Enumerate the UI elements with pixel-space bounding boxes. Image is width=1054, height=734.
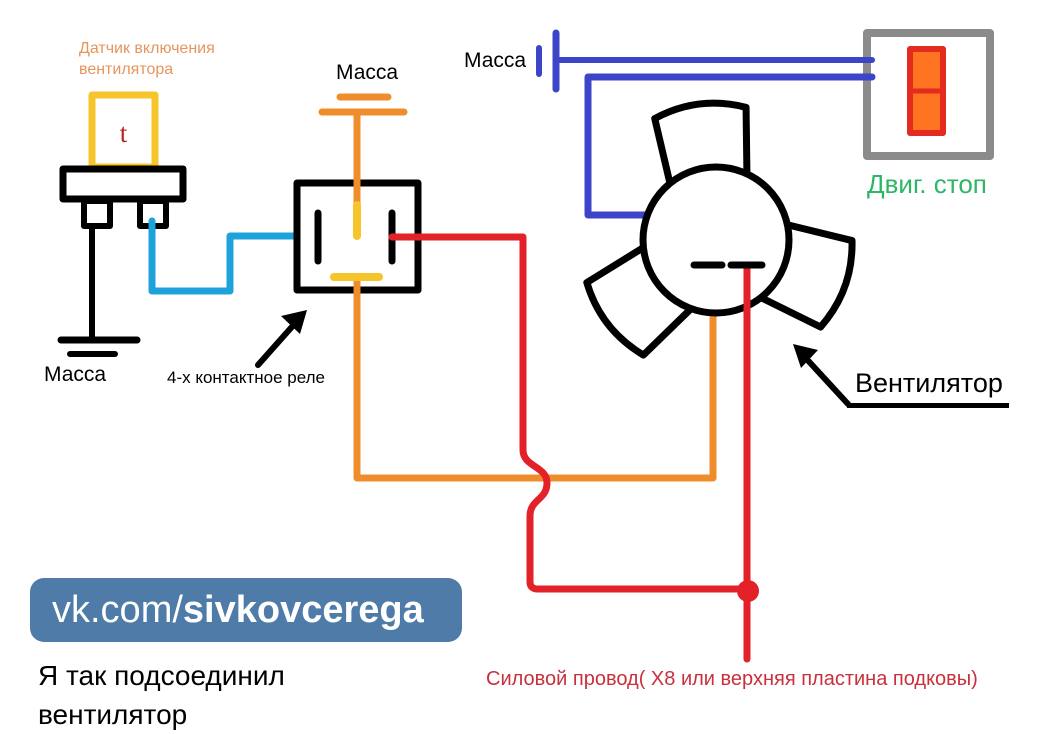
caption-line2: вентилятор bbox=[38, 699, 188, 730]
ground-label-relay: Масса bbox=[336, 61, 399, 84]
vk-url-name: sivkovcerega bbox=[182, 588, 424, 631]
fan-ground bbox=[536, 29, 875, 93]
power-wire-label: Силовой провод( Х8 или верхняя пластина … bbox=[486, 668, 978, 690]
relay-ground bbox=[318, 93, 408, 240]
sensor-label-line1: Датчик включения bbox=[79, 40, 215, 57]
caption: Я так подсоединил вентилятор bbox=[38, 656, 285, 734]
vk-watermark-banner: vk.com/sivkovcerega bbox=[30, 578, 462, 642]
sensor-t-mark: t bbox=[119, 118, 128, 148]
sensor-body bbox=[59, 165, 187, 203]
engine-stop-label: Двиг. стоп bbox=[867, 169, 987, 199]
fuse-box bbox=[863, 29, 994, 160]
caption-line1: Я так подсоединил bbox=[38, 660, 285, 691]
sensor-leg-left bbox=[81, 198, 113, 229]
fan-label: Вентилятор bbox=[847, 368, 1009, 408]
temperature-sensor bbox=[59, 91, 187, 229]
ground-label-fan: Масса bbox=[464, 49, 527, 72]
ground-label-sensor: Масса bbox=[44, 363, 107, 386]
fan bbox=[583, 99, 856, 359]
sensor-label: Датчик включения вентилятора bbox=[79, 38, 215, 80]
relay-power-wire-red bbox=[388, 233, 748, 593]
fan-arrow bbox=[793, 344, 851, 407]
arrowhead bbox=[281, 310, 307, 334]
vk-url-prefix: vk.com/ bbox=[52, 588, 183, 631]
arrowhead bbox=[793, 344, 818, 368]
relay-label: 4-х контактное реле bbox=[167, 368, 326, 387]
signal-wire-cyan bbox=[148, 217, 324, 295]
sensor-label-line2: вентилятора bbox=[79, 61, 174, 78]
sensor-ground bbox=[57, 223, 141, 357]
relay-arrow bbox=[255, 310, 307, 368]
junction-dot bbox=[737, 580, 759, 602]
fan-hub bbox=[639, 163, 793, 317]
relay-to-fan-wire-orange bbox=[353, 264, 717, 482]
